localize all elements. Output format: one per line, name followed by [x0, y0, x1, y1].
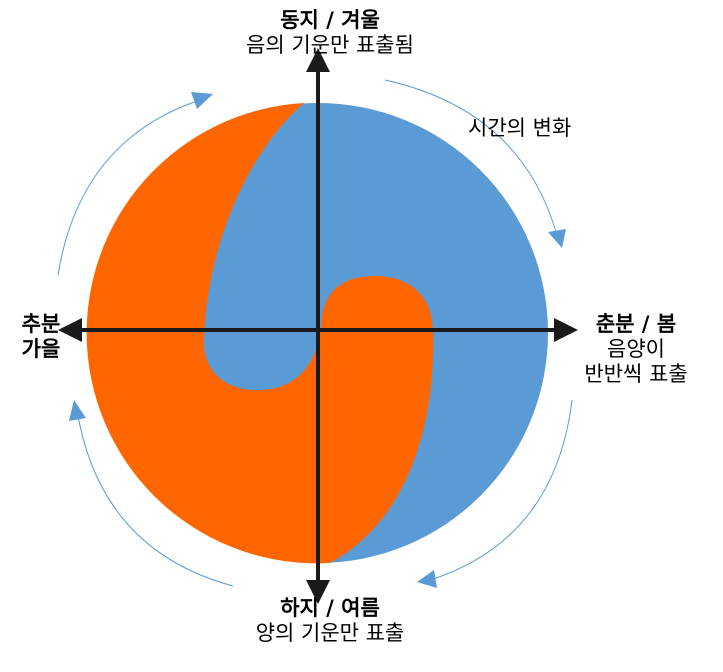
label-right-sub2: 반반씩 표출 [584, 362, 688, 387]
cycle-arrowhead-bottom-right [417, 570, 437, 588]
label-left-title1: 추분 [21, 312, 61, 336]
label-top-title: 동지 / 겨울 [280, 8, 380, 32]
label-right-sub1: 음양이 [607, 337, 665, 362]
cycle-arc-bottom-left [76, 409, 234, 587]
label-top-sub: 음의 기운만 표출됨 [246, 33, 414, 58]
label-left-title2: 가을 [21, 337, 61, 362]
cycle-arc-top-right [384, 79, 557, 233]
label-winter-solstice: 동지 / 겨울 음의 기운만 표출됨 [190, 8, 470, 58]
cycle-arrowhead-bottom-left [69, 400, 86, 421]
label-time-change: 시간의 변화 [468, 116, 572, 140]
cycle-arc-bottom-right [429, 399, 573, 581]
label-bottom-title: 하지 / 여름 [280, 596, 380, 620]
label-spring-equinox: 춘분 / 봄 음양이 반반씩 표출 [556, 312, 716, 388]
time-cycle-arrows [57, 79, 573, 588]
label-autumn-equinox: 추분 가을 [6, 312, 76, 362]
cycle-arc-top-left [57, 99, 201, 276]
label-summer-solstice: 하지 / 여름 양의 기운만 표출 [190, 596, 470, 646]
axes [58, 48, 578, 604]
yang-region [86, 103, 434, 564]
cycle-arrowhead-top-right [548, 229, 566, 248]
cycle-arrowhead-top-left [191, 92, 213, 109]
label-bottom-sub: 양의 기운만 표출 [255, 621, 405, 646]
label-right-title: 춘분 / 봄 [595, 312, 677, 336]
